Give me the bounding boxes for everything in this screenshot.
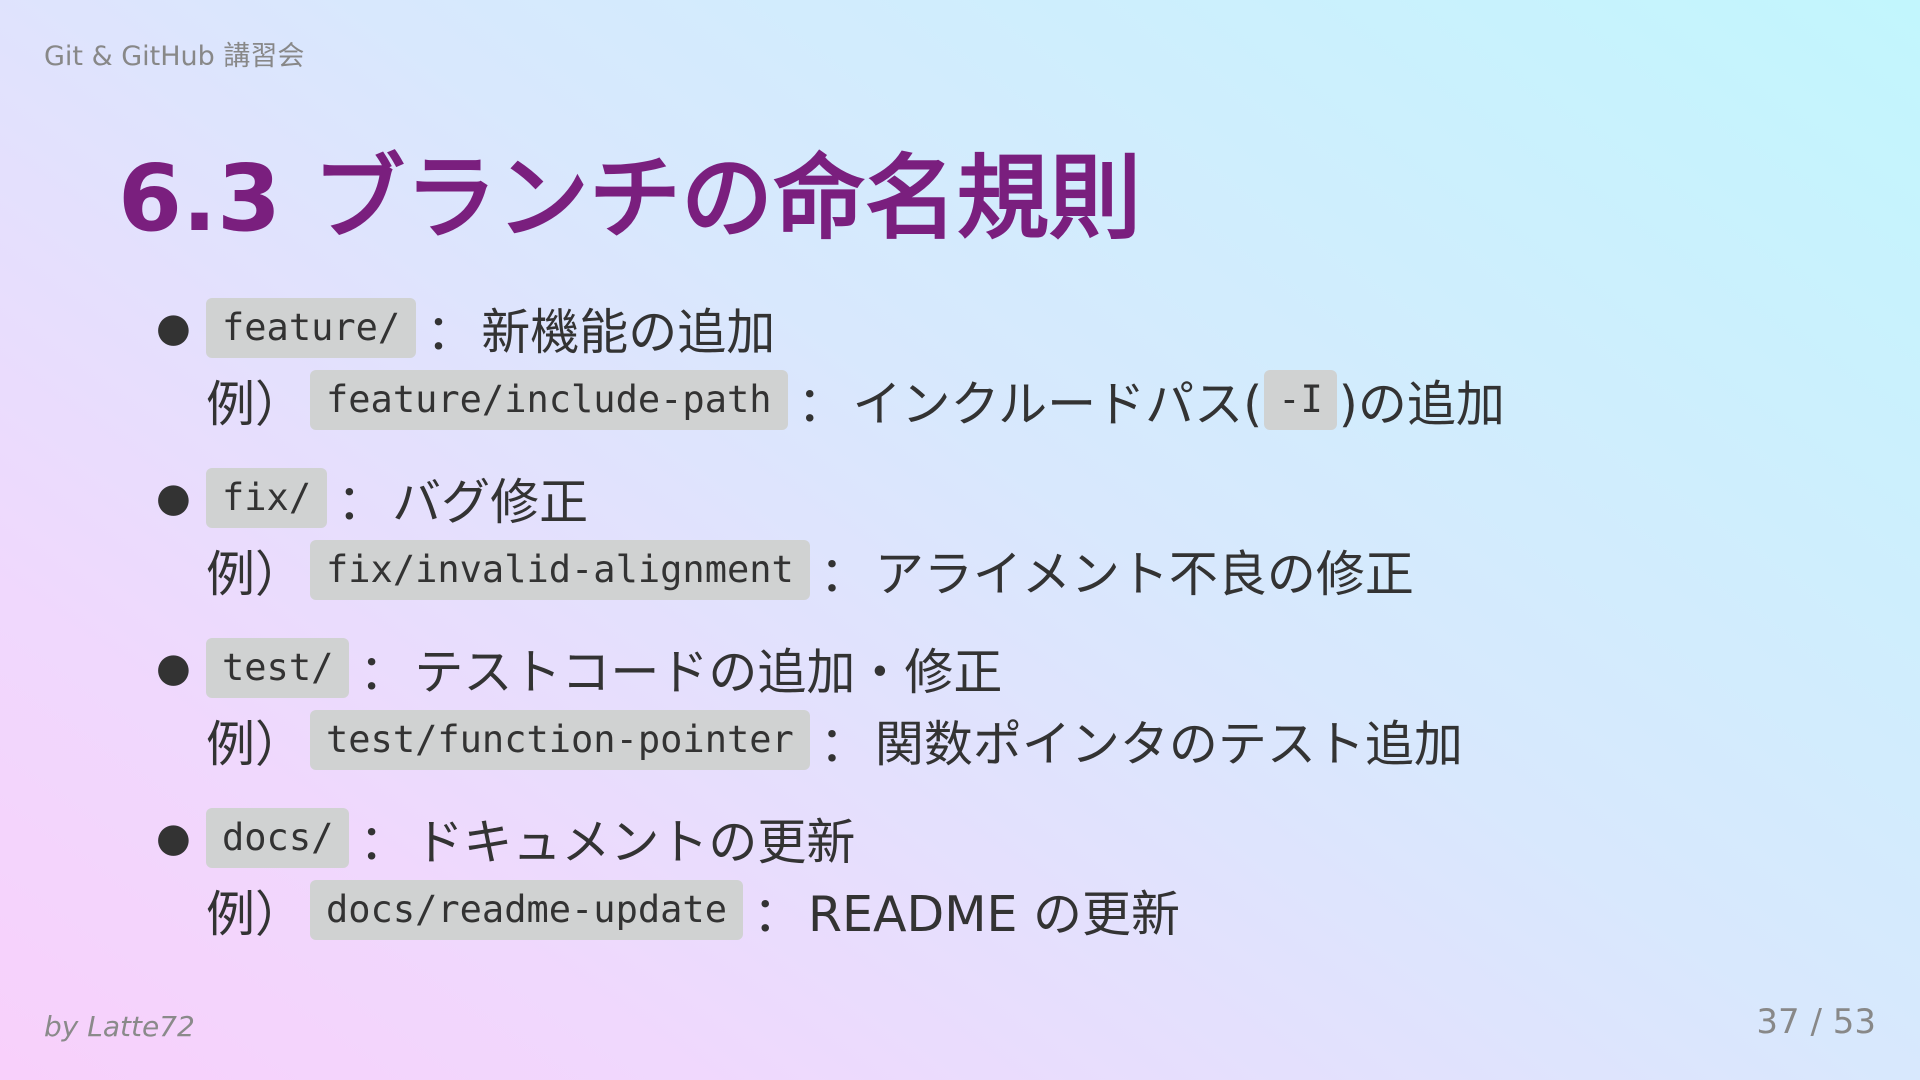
example-prefix: 例） bbox=[206, 885, 305, 943]
bullet-icon: ● bbox=[156, 305, 191, 351]
example-description-after: )の追加 bbox=[1338, 375, 1505, 433]
bullet-row: ● fix/ ： バグ修正 bbox=[156, 462, 1856, 534]
example-row: 例） docs/readme-update ： README の更新 bbox=[156, 874, 1856, 946]
separator: ： bbox=[797, 375, 847, 433]
example-row: 例） feature/include-path ： インクルードパス( -I )… bbox=[156, 364, 1856, 436]
example-branch-code: fix/invalid-alignment bbox=[310, 540, 810, 600]
separator: ： bbox=[426, 303, 476, 361]
inline-code-flag: -I bbox=[1264, 370, 1337, 430]
example-description: 関数ポインタのテスト追加 bbox=[874, 715, 1463, 773]
slide-header: Git & GitHub 講習会 bbox=[44, 41, 305, 72]
separator: ： bbox=[752, 885, 802, 943]
example-description-before: インクルードパス( bbox=[852, 375, 1263, 433]
branch-prefix-code: feature/ bbox=[206, 298, 417, 358]
author-credit: by Latte72 bbox=[44, 1010, 195, 1043]
separator: ： bbox=[337, 473, 387, 531]
bullet-icon: ● bbox=[156, 475, 191, 521]
example-prefix: 例） bbox=[206, 375, 305, 433]
example-description: README の更新 bbox=[807, 885, 1181, 943]
bullet-row: ● test/ ： テストコードの追加・修正 bbox=[156, 632, 1856, 704]
branch-prefix-code: docs/ bbox=[206, 808, 350, 868]
page-number: 37 / 53 bbox=[1756, 1002, 1876, 1042]
example-row: 例） test/function-pointer ： 関数ポインタのテスト追加 bbox=[156, 704, 1856, 776]
example-row: 例） fix/invalid-alignment ： アライメント不良の修正 bbox=[156, 534, 1856, 606]
list-item-docs: ● docs/ ： ドキュメントの更新 例） docs/readme-updat… bbox=[156, 802, 1856, 946]
slide-title: 6.3 ブランチの命名規則 bbox=[118, 145, 1142, 252]
branch-prefix-code: test/ bbox=[206, 638, 350, 698]
branch-prefix-code: fix/ bbox=[206, 468, 328, 528]
example-branch-code: docs/readme-update bbox=[310, 880, 743, 940]
example-prefix: 例） bbox=[206, 545, 305, 603]
example-prefix: 例） bbox=[206, 715, 305, 773]
list-item-test: ● test/ ： テストコードの追加・修正 例） test/function-… bbox=[156, 632, 1856, 776]
bullet-icon: ● bbox=[156, 815, 191, 861]
branch-description: バグ修正 bbox=[392, 473, 589, 531]
example-branch-code: feature/include-path bbox=[310, 370, 788, 430]
example-description: アライメント不良の修正 bbox=[874, 545, 1414, 603]
separator: ： bbox=[819, 715, 869, 773]
bullet-row: ● docs/ ： ドキュメントの更新 bbox=[156, 802, 1856, 874]
separator: ： bbox=[819, 545, 869, 603]
list-item-feature: ● feature/ ： 新機能の追加 例） feature/include-p… bbox=[156, 292, 1856, 436]
branch-description: 新機能の追加 bbox=[481, 303, 776, 361]
bullet-row: ● feature/ ： 新機能の追加 bbox=[156, 292, 1856, 364]
separator: ： bbox=[359, 643, 409, 701]
list-item-fix: ● fix/ ： バグ修正 例） fix/invalid-alignment ：… bbox=[156, 462, 1856, 606]
bullet-icon: ● bbox=[156, 645, 191, 691]
separator: ： bbox=[359, 813, 409, 871]
branch-description: テストコードの追加・修正 bbox=[414, 643, 1003, 701]
branch-description: ドキュメントの更新 bbox=[414, 813, 856, 871]
example-branch-code: test/function-pointer bbox=[310, 710, 810, 770]
